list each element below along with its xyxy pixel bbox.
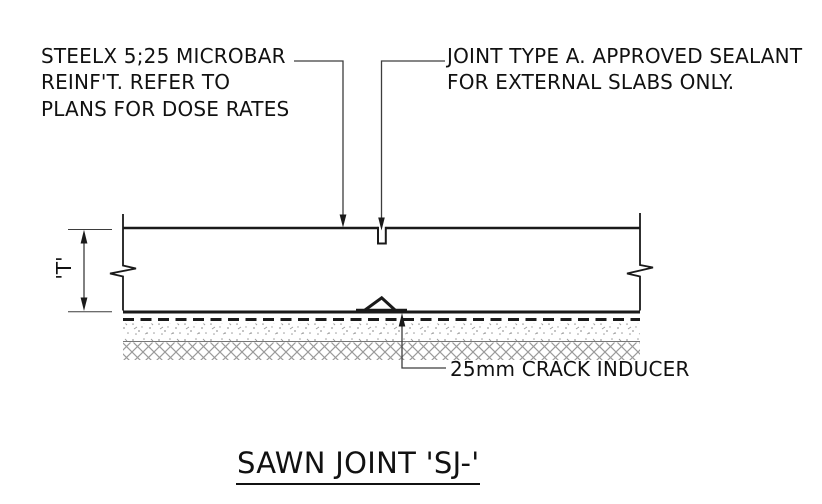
leader-crack-inducer-line bbox=[401, 326, 446, 369]
break-line-right bbox=[626, 213, 654, 311]
sealant-note-line1: JOINT TYPE A. APPROVED SEALANT bbox=[447, 44, 803, 68]
reinforcement-note: STEELX 5;25 MICROBAR REINF'T. REFER TO P… bbox=[41, 43, 289, 122]
arrowhead-up-icon bbox=[398, 313, 406, 327]
subbase-layer-area bbox=[123, 342, 640, 360]
leader-sealant bbox=[378, 60, 445, 231]
slab-thickness-label: 'T' bbox=[52, 256, 76, 280]
blinding-stipple-hatch bbox=[123, 323, 640, 342]
leader-sealant-line bbox=[380, 60, 445, 219]
subbase-crosshatch bbox=[123, 342, 640, 360]
arrowhead-down-icon bbox=[339, 214, 347, 228]
leader-reinforcement bbox=[294, 60, 347, 228]
crack-inducer-note: 25mm CRACK INDUCER bbox=[450, 357, 690, 381]
leader-reinforcement-line bbox=[294, 60, 344, 216]
sealant-note: JOINT TYPE A. APPROVED SEALANT FOR EXTER… bbox=[447, 43, 802, 96]
break-line-left bbox=[109, 214, 137, 311]
arrowhead-down-icon bbox=[378, 217, 385, 231]
arrowhead-up-icon bbox=[80, 229, 88, 244]
sawn-notch bbox=[377, 226, 387, 245]
dimension-T bbox=[68, 229, 112, 313]
blinding-layer-area bbox=[123, 323, 640, 341]
arrowhead-down-icon bbox=[80, 297, 88, 311]
sealant-note-line2: FOR EXTERNAL SLABS ONLY. bbox=[447, 70, 735, 95]
reinforcement-note-line1: STEELX 5;25 MICROBAR bbox=[41, 44, 286, 68]
leader-crack-inducer bbox=[398, 313, 446, 369]
slab-outline bbox=[109, 213, 654, 314]
reinforcement-note-line3: PLANS FOR DOSE RATES bbox=[41, 96, 290, 121]
reinforcement-note-line2: REINF'T. REFER TO bbox=[41, 70, 231, 95]
crack-inducer-symbol bbox=[356, 295, 407, 312]
crack-inducer-tent bbox=[364, 295, 397, 312]
detail-title: SAWN JOINT 'SJ-' bbox=[236, 446, 481, 485]
